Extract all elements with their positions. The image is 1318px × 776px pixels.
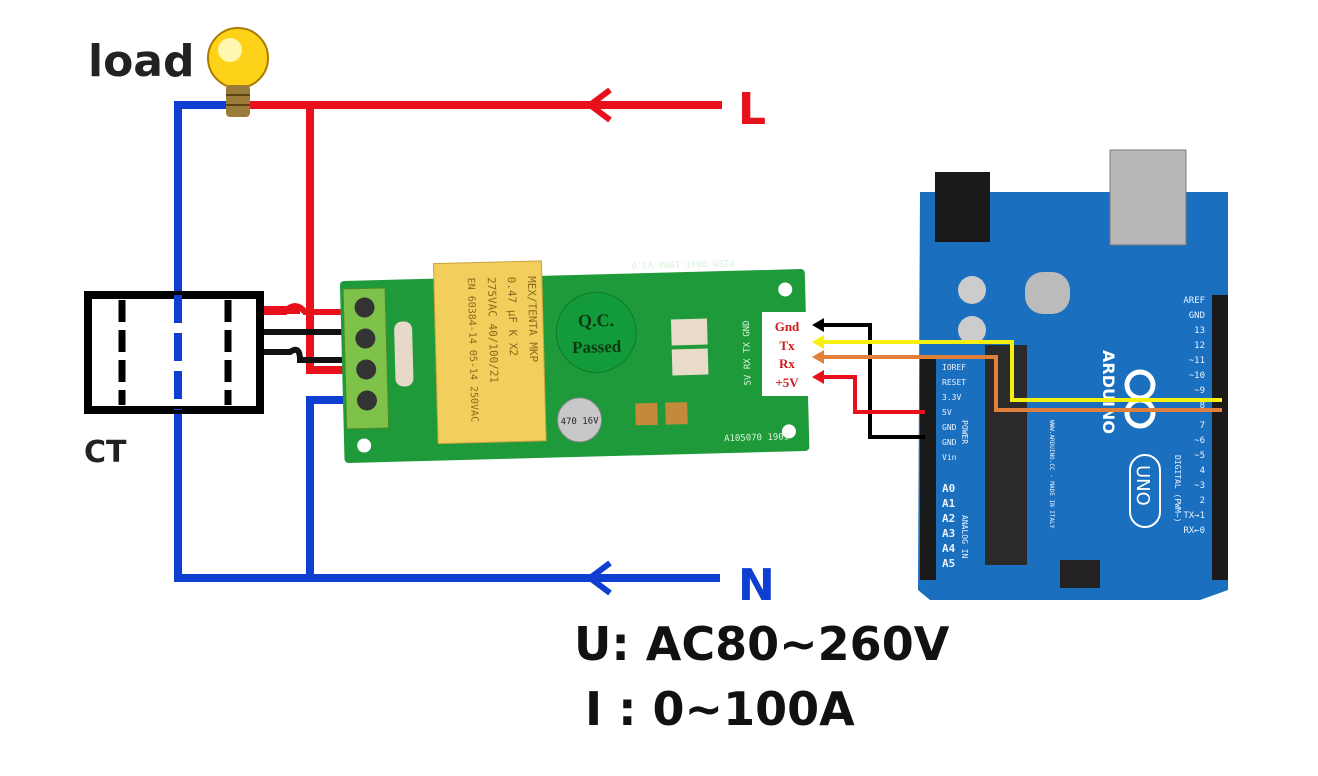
arduino-uno-board: IOREF RESET 3.3V 5V GND GND Vin POWER A0… xyxy=(918,149,1228,600)
digital-pin-label: ~3 xyxy=(1194,481,1205,491)
digital-label: DIGITAL (PWM~) xyxy=(1173,455,1182,522)
pins-silkscreen: 5V RX TX GND xyxy=(742,320,754,385)
bulb-icon xyxy=(207,27,269,117)
arduino-website: WWW.ARDUINO.CC - MADE IN ITALY xyxy=(1048,420,1055,529)
analog-label: ANALOG IN xyxy=(960,515,969,559)
qc-sticker-line2: Passed xyxy=(572,337,622,357)
signal-wires xyxy=(812,318,1222,439)
electrolytic-cap-label: 470 16V xyxy=(561,416,600,427)
arduino-brand: ARDUINO xyxy=(1099,350,1118,434)
rx-wire xyxy=(820,355,1222,412)
voltage-spec: U: AC80~260V xyxy=(574,617,950,671)
tx-wire xyxy=(820,340,1222,402)
atmega-chip xyxy=(985,345,1027,565)
digital-pin-label: 8 xyxy=(1200,401,1205,411)
digital-pin-label: ~6 xyxy=(1194,436,1205,446)
ct-wires xyxy=(262,303,345,363)
capacitor-marking: EN 60384-14 05-14 250VAC xyxy=(465,278,480,423)
digital-pin-label: TX→1 xyxy=(1183,511,1205,521)
digital-pin-label: 4 xyxy=(1200,466,1205,476)
ct-label: CT xyxy=(84,435,127,470)
pin-label-5v: +5V xyxy=(775,375,799,390)
digital-pin-label: ~11 xyxy=(1189,356,1205,366)
pin-a1: A1 xyxy=(942,497,956,510)
pin-5v: 5V xyxy=(942,408,952,417)
pin-a4: A4 xyxy=(942,542,956,555)
capacitor-marking: 0.47 µF K X2 xyxy=(505,276,520,356)
pin-a0: A0 xyxy=(942,482,955,495)
digital-pin-label: AREF xyxy=(1183,296,1205,306)
digital-pin-label: ~10 xyxy=(1189,371,1205,381)
digital-pin-label: ~5 xyxy=(1194,451,1205,461)
gnd-wire xyxy=(820,323,925,439)
digital-pin-label: 2 xyxy=(1200,496,1205,506)
board-code: A105070 1909 xyxy=(724,432,789,444)
usb-port xyxy=(1109,149,1187,246)
pin-gnd: GND xyxy=(942,423,957,432)
pin-ioref: IOREF xyxy=(942,363,966,372)
capacitor-marking: 275VAC 40/100/21 xyxy=(485,277,501,383)
pin-a5: A5 xyxy=(942,557,955,570)
digital-pin-label: 12 xyxy=(1194,341,1205,351)
digital-pin-label: ~9 xyxy=(1194,386,1205,396)
pzem-module: MEX/TENTA MKP 0.47 µF K X2 275VAC 40/100… xyxy=(339,257,810,463)
power-label: POWER xyxy=(960,420,969,444)
module-model-silkscreen: PZEM-004T-100A V3.0 xyxy=(631,257,734,270)
pin-a3: A3 xyxy=(942,527,955,540)
power-jack xyxy=(935,172,990,242)
pin-gnd: GND xyxy=(942,438,957,447)
pin-label-rx: Rx xyxy=(779,356,795,371)
pin-reset: RESET xyxy=(942,378,966,387)
digital-pin-label: GND xyxy=(1189,311,1205,321)
digital-pin-label: 13 xyxy=(1194,326,1205,336)
current-transformer xyxy=(84,291,264,414)
digital-pin-label: 7 xyxy=(1200,421,1205,431)
pin-3v3: 3.3V xyxy=(942,393,961,402)
load-label: load xyxy=(88,36,195,87)
digital-pin-label: RX←0 xyxy=(1183,526,1205,536)
arduino-model: UNO xyxy=(1132,465,1153,506)
capacitor-marking: MEX/TENTA MKP xyxy=(525,276,540,363)
current-spec: I : 0~100A xyxy=(585,682,855,736)
pin-label-box xyxy=(762,312,812,396)
5v-wire xyxy=(820,375,925,414)
pin-label-tx: Tx xyxy=(779,338,795,353)
pin-a2: A2 xyxy=(942,512,955,525)
line-label: L xyxy=(738,84,766,135)
pin-vin: Vin xyxy=(942,453,957,462)
qc-sticker-line1: Q.C. xyxy=(578,310,615,331)
pin-label-gnd: Gnd xyxy=(775,319,800,334)
neutral-label: N xyxy=(738,560,775,611)
